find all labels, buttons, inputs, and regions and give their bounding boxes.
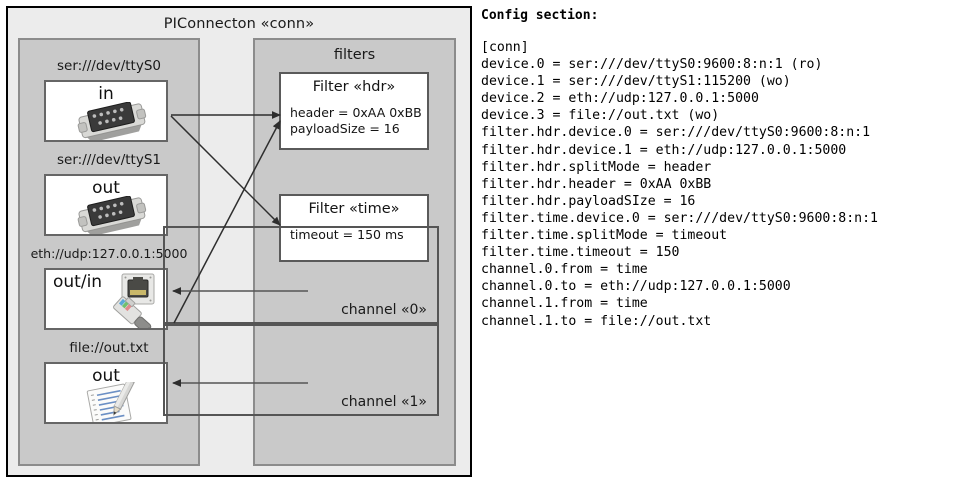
channel-box-1[interactable]: channel «1»	[163, 324, 439, 416]
filter-box-time[interactable]: Filter «time» timeout = 150 ms	[279, 194, 429, 262]
channel-label-1: channel «1»	[341, 394, 427, 410]
serial-port-icon	[74, 195, 152, 234]
filter-props-hdr: header = 0xAA 0xBB payloadSize = 16	[290, 105, 422, 136]
device-box-file[interactable]: out	[44, 362, 168, 424]
device-box-ttyS1[interactable]: out	[44, 174, 168, 236]
channel-label-0: channel «0»	[341, 302, 427, 318]
device-box-ttyS0[interactable]: in	[44, 80, 168, 142]
connector-diagram: PIConnecton «conn» ser:///dev/ttyS0 in	[6, 6, 472, 477]
device-caption-file: file://out.txt	[69, 340, 149, 356]
filters-panel-title: filters	[333, 47, 376, 63]
filters-panel: filters Filter «hdr» header = 0xAA 0xBB …	[163, 38, 456, 466]
config-text: [conn] device.0 = ser:///dev/ttyS0:9600:…	[481, 40, 878, 329]
diagram-title: PIConnecton «conn»	[163, 16, 315, 32]
device-label-out-file: out	[92, 366, 120, 386]
filter-props-time: timeout = 150 ms	[290, 227, 404, 242]
filter-box-hdr[interactable]: Filter «hdr» header = 0xAA 0xBB payloadS…	[279, 72, 429, 150]
device-caption-eth: eth://udp:127.0.0.1:5000	[30, 246, 188, 261]
device-caption-ttyS0: ser:///dev/ttyS0	[57, 58, 161, 74]
filter-title-hdr: Filter «hdr»	[312, 79, 396, 95]
device-box-eth[interactable]: out/in	[44, 268, 168, 330]
text-document-icon	[84, 378, 146, 422]
device-label-in: in	[98, 84, 114, 104]
serial-port-icon	[74, 101, 152, 140]
devices-panel: ser:///dev/ttyS0 in	[18, 38, 200, 466]
device-label-out-serial: out	[92, 178, 120, 198]
config-section: Config section: [conn] device.0 = ser://…	[481, 8, 959, 330]
ethernet-jack-icon	[104, 272, 166, 328]
channel-box-0[interactable]: channel «0»	[163, 226, 439, 324]
device-label-out-in: out/in	[53, 272, 103, 292]
device-caption-ttyS1: ser:///dev/ttyS1	[57, 152, 161, 168]
config-heading: Config section:	[481, 8, 599, 23]
filter-title-time: Filter «time»	[308, 201, 400, 217]
